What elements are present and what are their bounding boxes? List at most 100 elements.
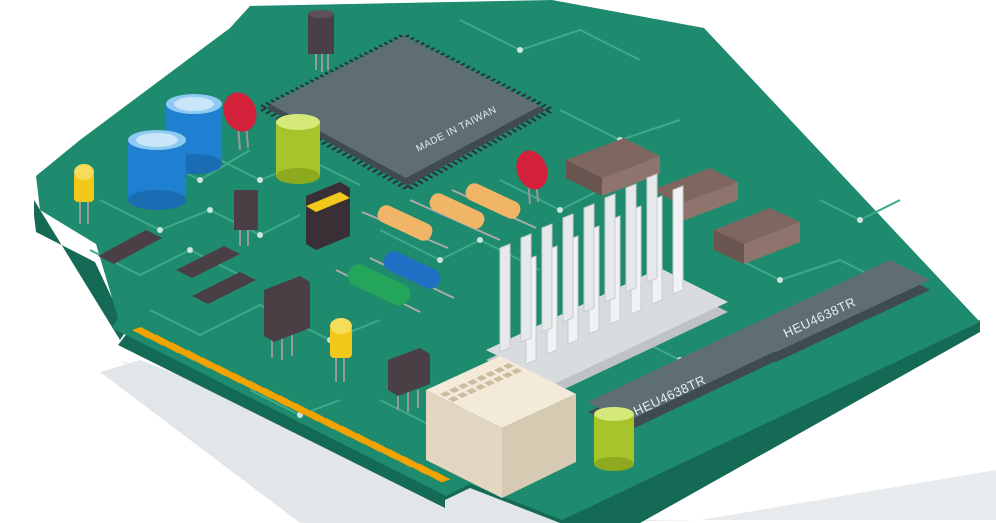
cpu-pin	[540, 103, 547, 109]
heatsink-fin	[520, 233, 532, 343]
transistor-icon	[308, 10, 334, 72]
connector-hole	[467, 379, 478, 385]
heatsink-fin	[499, 243, 511, 353]
connector-hole	[484, 380, 495, 386]
cpu-pin	[471, 149, 478, 155]
cpu-pin	[441, 166, 449, 171]
cpu-pin	[437, 168, 444, 174]
cpu-pin	[506, 130, 513, 136]
heatsink-fin	[646, 173, 658, 283]
cpu-pin	[412, 182, 419, 188]
heatsink-fin	[562, 213, 574, 323]
component-block	[306, 182, 350, 250]
connector-hole	[485, 371, 496, 377]
cpu-pin	[372, 168, 379, 174]
cpu-pin	[341, 151, 348, 157]
cpu-pin	[346, 154, 353, 160]
cpu-pin	[510, 128, 518, 133]
gold-finger	[209, 365, 234, 376]
gold-finger	[240, 380, 265, 392]
cpu-pin	[361, 162, 368, 168]
gold-finger	[426, 471, 451, 483]
cpu-pin	[356, 160, 363, 165]
cpu-pin	[336, 148, 343, 154]
cpu-pin	[446, 163, 453, 169]
cpu-pin	[422, 176, 429, 182]
cpu-pin	[451, 160, 458, 166]
cpu-pin	[392, 179, 399, 185]
connector-hole	[493, 376, 504, 382]
heatsink-fin	[541, 223, 553, 333]
cpu-pin	[265, 101, 272, 107]
cpu-pin	[525, 119, 532, 125]
cpu-pin	[260, 107, 267, 112]
cpu-pin	[501, 133, 508, 139]
cpu-pin	[515, 125, 522, 131]
cpu-pin	[366, 165, 374, 171]
connector-hole	[476, 375, 487, 381]
connector-hole	[511, 368, 522, 374]
gold-finger	[256, 387, 280, 399]
cpu-chip-icon: MADE IN TAIWAN	[260, 34, 552, 190]
heatsink-icon	[486, 173, 728, 394]
gold-finger	[318, 418, 342, 430]
cpu-pin	[491, 138, 498, 144]
cpu-pin	[275, 115, 282, 121]
cpu-pin	[351, 157, 358, 163]
cpu-pin	[456, 157, 463, 163]
led-icon	[330, 318, 352, 382]
connector-hole	[458, 383, 469, 389]
resistor-icon	[361, 205, 449, 249]
cpu-pin	[530, 117, 537, 123]
gold-finger	[364, 441, 389, 452]
led-icon	[74, 164, 94, 224]
gold-finger	[147, 334, 172, 346]
gold-edge-connector	[132, 327, 451, 483]
connector-hole	[466, 388, 477, 394]
smd-chip-icon	[98, 230, 256, 304]
dip-chip-icon	[714, 208, 800, 264]
transistor-icon	[264, 276, 310, 360]
cpu-pin	[377, 171, 384, 176]
cpu-pin	[397, 182, 404, 188]
gold-finger	[349, 433, 373, 445]
cpu-pin	[321, 140, 328, 146]
gold-finger	[225, 372, 249, 384]
cpu-pin	[466, 152, 473, 158]
capacitor-icon	[276, 114, 320, 184]
cpu-pin	[540, 111, 547, 117]
heatsink-fin	[625, 183, 637, 293]
cpu-pin	[382, 173, 389, 179]
cpu-pin	[520, 122, 527, 128]
cpu-pin	[545, 106, 552, 111]
pcb-edge	[34, 200, 980, 523]
gold-finger	[194, 357, 218, 369]
cpu-pin	[387, 176, 394, 182]
resistor-icon	[409, 193, 501, 241]
resistor-icon	[451, 183, 537, 229]
transistor-icon	[388, 348, 430, 412]
connector-hole	[448, 396, 459, 402]
gold-finger	[178, 349, 203, 361]
cpu-pin	[496, 136, 503, 142]
connector-hole	[457, 392, 468, 398]
cpu-pin	[535, 114, 542, 120]
cpu-pin	[461, 155, 468, 161]
connector-hole	[475, 384, 486, 390]
cpu-pin	[486, 141, 493, 147]
capacitor-icon	[128, 130, 186, 210]
gold-finger	[287, 403, 311, 414]
gold-finger	[271, 395, 296, 407]
connector-hole	[449, 387, 460, 393]
heatsink-fin	[604, 193, 616, 303]
resistor-icon	[335, 264, 421, 313]
cpu-pin	[427, 174, 434, 180]
heatsink-fin	[672, 185, 684, 295]
cpu-pin	[402, 185, 409, 190]
gold-finger	[380, 448, 404, 460]
connector-hole	[494, 367, 505, 373]
gold-finger	[163, 342, 187, 354]
dip-chip-icon	[566, 138, 660, 196]
ceramic-capacitor-icon	[516, 150, 548, 205]
